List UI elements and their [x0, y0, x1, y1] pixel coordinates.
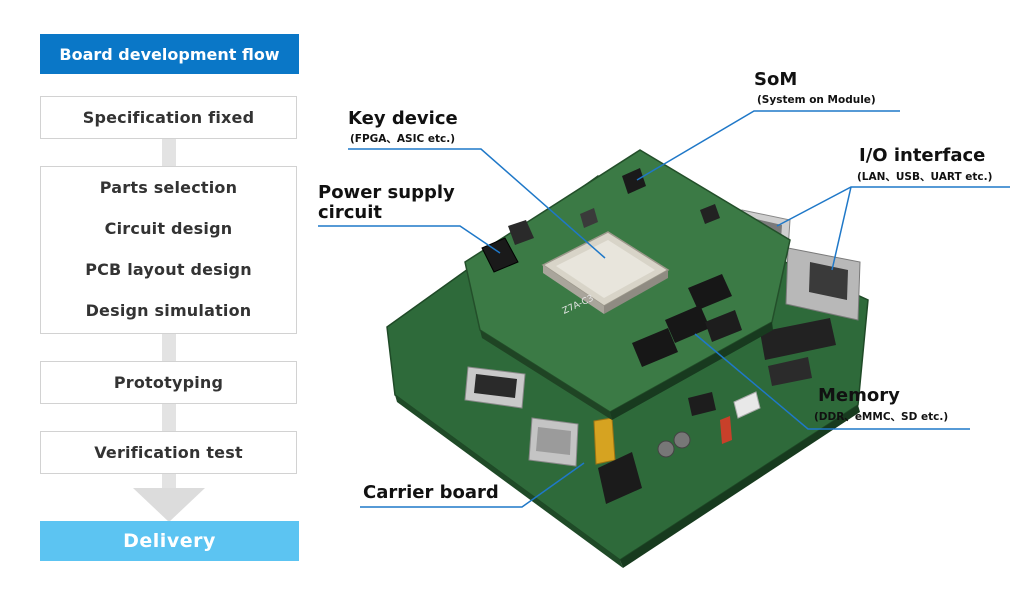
flow-step-verification: Verification test — [94, 443, 243, 462]
carrier-board-edge — [620, 405, 860, 568]
carrier-leader-line — [360, 462, 585, 508]
som-board-edge — [480, 330, 612, 420]
flow-step-specification: Specification fixed — [82, 108, 255, 127]
flow-step-box: Specification fixed — [40, 96, 297, 139]
memory-sublabel: (DDR、eMMC、SD etc.) — [814, 411, 949, 423]
flow-step-circuit-design: Circuit design — [104, 219, 233, 238]
ethernet-connector — [809, 262, 848, 300]
io-interface-label: I/O interface — [859, 145, 986, 166]
som-small-chip — [622, 168, 646, 194]
memory-chip — [632, 328, 678, 367]
dc-jack — [598, 452, 642, 504]
flow-step-parts-selection: Parts selection — [99, 178, 238, 197]
io-leader-line — [776, 186, 1010, 227]
power-supply-leader-line — [318, 225, 501, 254]
carrier-board-edge — [395, 395, 623, 568]
capacitor — [657, 440, 675, 458]
flow-connector — [162, 139, 176, 167]
logic-chip — [688, 392, 716, 416]
flow-down-arrow-icon — [133, 488, 205, 522]
callout-lines — [318, 110, 1010, 508]
flow-step-group: Parts selection Circuit design PCB layou… — [40, 166, 297, 334]
switch — [720, 416, 732, 444]
flow-step-box: Verification test — [40, 431, 297, 474]
memory-leader-line — [694, 333, 970, 430]
usb-connector — [536, 427, 571, 455]
flow-final-delivery: Delivery — [40, 521, 299, 561]
som-board-edge — [610, 322, 773, 420]
carrier-board-label: Carrier board — [363, 482, 499, 503]
key-device-leader-line — [348, 148, 606, 259]
capacitor — [673, 431, 691, 449]
som-small-chip — [700, 204, 720, 224]
memory-chip — [665, 305, 710, 343]
connector-white — [733, 391, 761, 419]
flow-connector — [162, 474, 176, 490]
power-supply-label-line2: circuit — [318, 202, 382, 223]
flow-step-pcb-layout: PCB layout design — [85, 260, 252, 279]
flow-title: Board development flow — [40, 34, 299, 74]
io-interface-sublabel: (LAN、USB、UART etc.) — [857, 171, 993, 183]
memory-chip — [705, 310, 742, 342]
flow-connector — [162, 334, 176, 362]
fpga-chip-side — [604, 270, 668, 314]
flow-step-prototyping: Prototyping — [113, 373, 224, 392]
io-leader-line — [831, 186, 852, 271]
hdmi-connector — [474, 374, 517, 398]
pin-header — [768, 357, 812, 386]
som-sublabel: (System on Module) — [757, 94, 876, 106]
som-small-chip — [580, 208, 598, 228]
fpga-chip-side — [543, 265, 604, 314]
power-supply-label-line1: Power supply — [318, 182, 455, 203]
flow-connector — [162, 404, 176, 432]
fpga-chip-top — [556, 240, 655, 298]
memory-label: Memory — [818, 385, 900, 406]
flow-step-design-simulation: Design simulation — [85, 301, 252, 320]
memory-chip — [688, 274, 732, 310]
som-leader-line — [636, 110, 900, 181]
sd-card — [593, 417, 616, 465]
pin-header — [760, 318, 836, 360]
key-device-sublabel: (FPGA、ASIC etc.) — [350, 133, 456, 145]
som-label: SoM — [754, 69, 798, 90]
key-device-label: Key device — [348, 108, 458, 129]
power-inductor — [508, 220, 534, 245]
flow-step-box: Prototyping — [40, 361, 297, 404]
